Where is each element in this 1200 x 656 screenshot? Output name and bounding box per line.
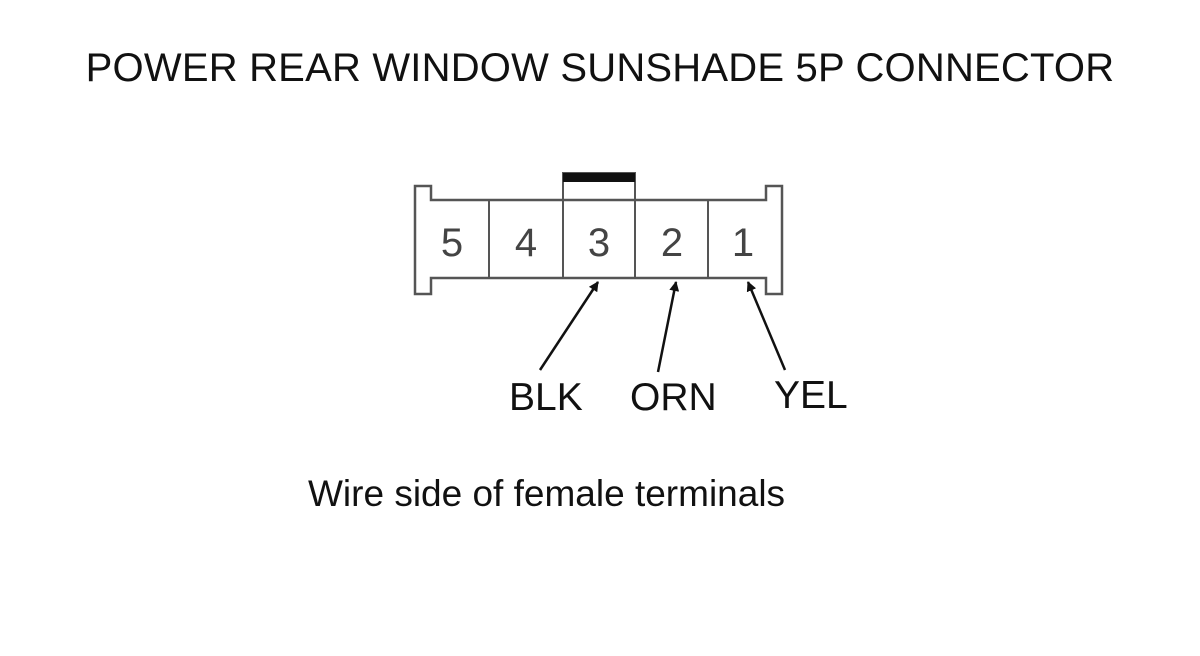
pin-number-2: 2	[661, 221, 683, 265]
wire-label-blk: BLK	[509, 376, 583, 419]
arrow-orn	[656, 281, 680, 373]
diagram-title: POWER REAR WINDOW SUNSHADE 5P CONNECTOR	[85, 46, 1115, 90]
pin-number-5: 5	[441, 221, 463, 265]
wire-label-yel: YEL	[774, 374, 848, 417]
pin-number-4: 4	[515, 221, 537, 265]
pin-number-1: 1	[732, 221, 754, 265]
wire-label-orn: ORN	[630, 376, 717, 419]
locking-tab-bar	[563, 173, 635, 182]
arrow-yel	[746, 281, 787, 371]
connector-housing	[413, 184, 784, 296]
pin-number-3: 3	[588, 221, 610, 265]
arrow-blk	[538, 281, 600, 371]
diagram-caption: Wire side of female terminals	[308, 473, 786, 514]
